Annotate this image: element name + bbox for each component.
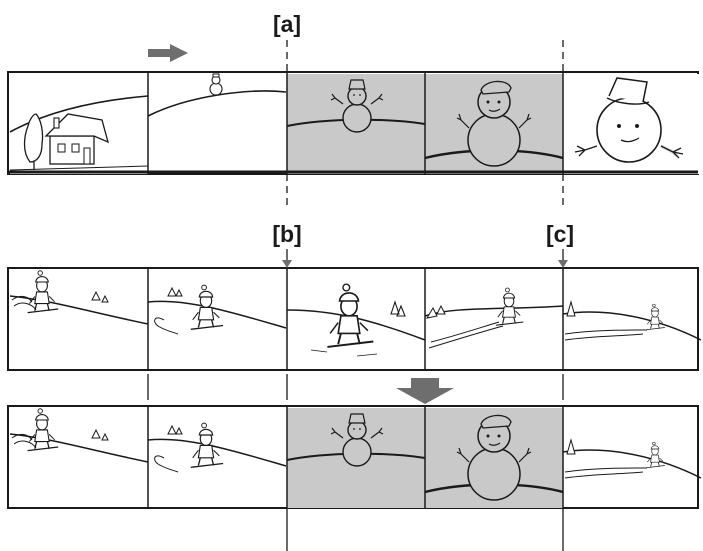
strip-middle	[7, 267, 701, 371]
guide-ticks	[147, 374, 564, 400]
frame-bot-4	[423, 406, 565, 510]
playback-direction-arrow	[148, 44, 188, 62]
marker-c-label: [c]	[546, 221, 574, 247]
frame-top-4	[423, 72, 565, 176]
strip-bottom	[7, 405, 701, 510]
frame-top-5	[561, 72, 703, 176]
frame-bot-3	[286, 407, 426, 509]
frame-top-3	[286, 73, 426, 175]
marker-b-label: [b]	[272, 221, 301, 247]
down-arrow-icon	[558, 249, 568, 268]
result-arrow-icon	[396, 378, 454, 404]
strip-top	[7, 71, 703, 176]
down-arrow-icon	[282, 249, 292, 268]
marker-a-label: [a]	[273, 11, 301, 37]
